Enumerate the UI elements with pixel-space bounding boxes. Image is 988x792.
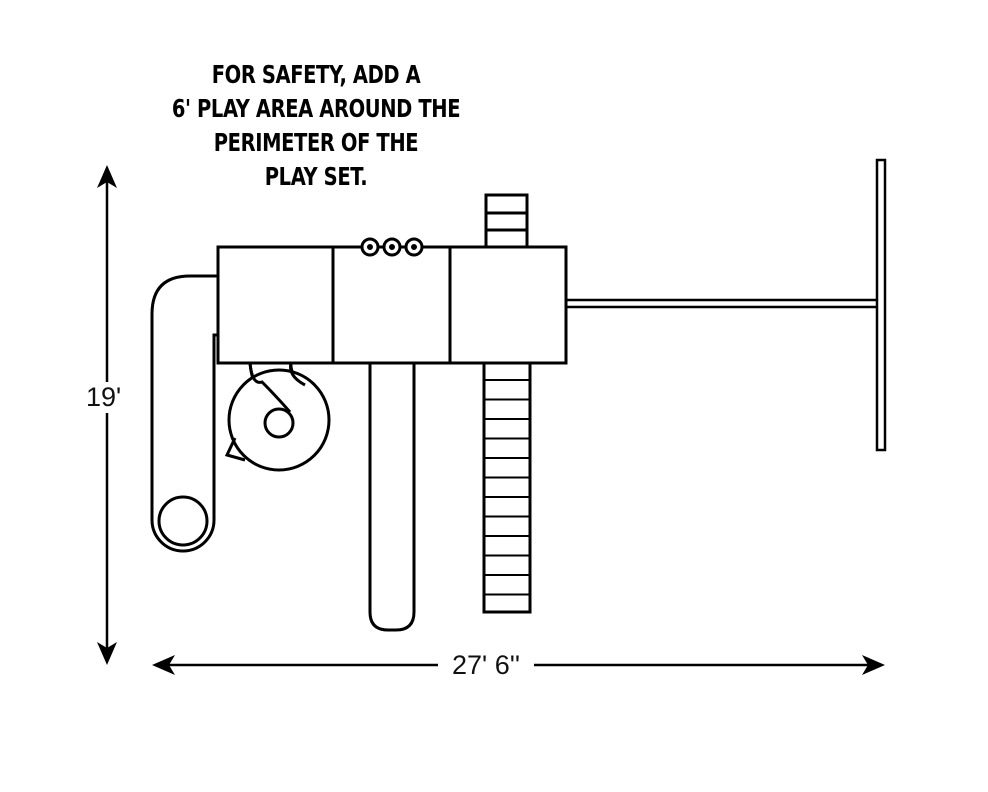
width-dimension-label: 27' 6'' (438, 650, 535, 681)
spiral-slide (224, 362, 331, 472)
deck-accessory-circles (360, 237, 424, 257)
safety-note-line: 6' PLAY AREA AROUND THE (171, 94, 461, 123)
tube-slide (150, 274, 218, 553)
safety-note-line: PLAY SET. (264, 162, 368, 191)
height-dimension-arrow (97, 165, 117, 665)
straight-slide (368, 363, 416, 632)
climbing-ladder (482, 361, 532, 614)
safety-note: FOR SAFETY, ADD A 6' PLAY AREA AROUND TH… (116, 58, 516, 194)
playset-deck (216, 245, 568, 365)
safety-note-line: FOR SAFETY, ADD A (211, 60, 421, 89)
height-dimension-label: 19' (80, 382, 128, 413)
top-ladder (484, 193, 529, 249)
swing-beam (566, 158, 887, 452)
safety-note-line: PERIMETER OF THE (213, 128, 419, 157)
